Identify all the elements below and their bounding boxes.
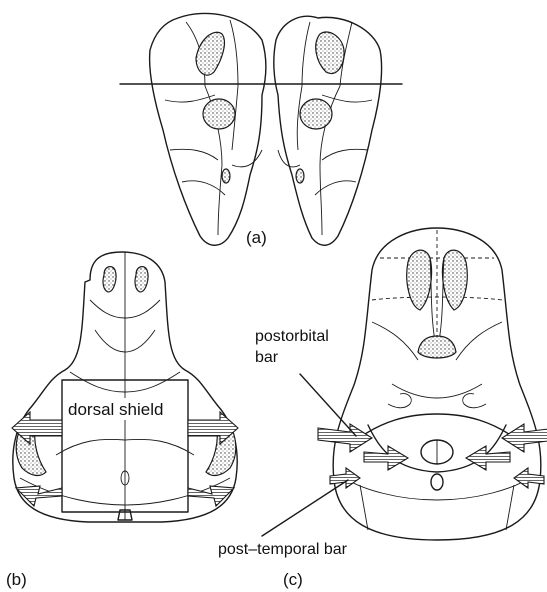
panel-a-right-orbit bbox=[316, 32, 344, 74]
post-temporal-bar-label: post–temporal bar bbox=[218, 541, 348, 558]
dorsal-shield-label: dorsal shield bbox=[68, 400, 163, 419]
panel-a-right-foramen bbox=[296, 169, 304, 183]
panel-a-label: (a) bbox=[246, 228, 267, 247]
postorbital-leader-line bbox=[300, 374, 356, 436]
panel-b-arrow-left-lower bbox=[16, 486, 62, 506]
panel-a-left-skull bbox=[150, 13, 266, 245]
panel-c-left-orbit bbox=[407, 250, 432, 310]
panel-c-skull bbox=[262, 228, 547, 540]
postorbital-bar-label-line2: bar bbox=[255, 349, 279, 366]
panel-a-left-foramen bbox=[222, 169, 230, 183]
panel-a-left-orbit bbox=[196, 32, 224, 75]
panel-c-arrow-left-inner bbox=[364, 446, 408, 470]
panel-a-left-pineal bbox=[203, 99, 235, 129]
postorbital-bar-label-line1: postorbital bbox=[255, 328, 329, 345]
panel-c-arrow-right-inner bbox=[466, 446, 510, 470]
panel-a-skulls bbox=[120, 13, 402, 245]
panel-b-skull bbox=[12, 252, 238, 522]
panel-a-right-skull bbox=[274, 16, 382, 245]
panel-c-label: (c) bbox=[283, 570, 303, 589]
panel-b-left-orbit bbox=[103, 267, 116, 292]
panel-b-label: (b) bbox=[6, 570, 27, 589]
panel-b-arrow-right-lower bbox=[188, 486, 234, 506]
panel-a-right-pineal bbox=[300, 99, 332, 129]
panel-c-right-orbit bbox=[442, 250, 467, 310]
panel-b-right-orbit bbox=[135, 267, 148, 292]
post-temporal-leader-line bbox=[262, 480, 348, 536]
panel-c-arrow-left-outer bbox=[318, 424, 372, 452]
panel-c-pineal bbox=[431, 474, 443, 490]
